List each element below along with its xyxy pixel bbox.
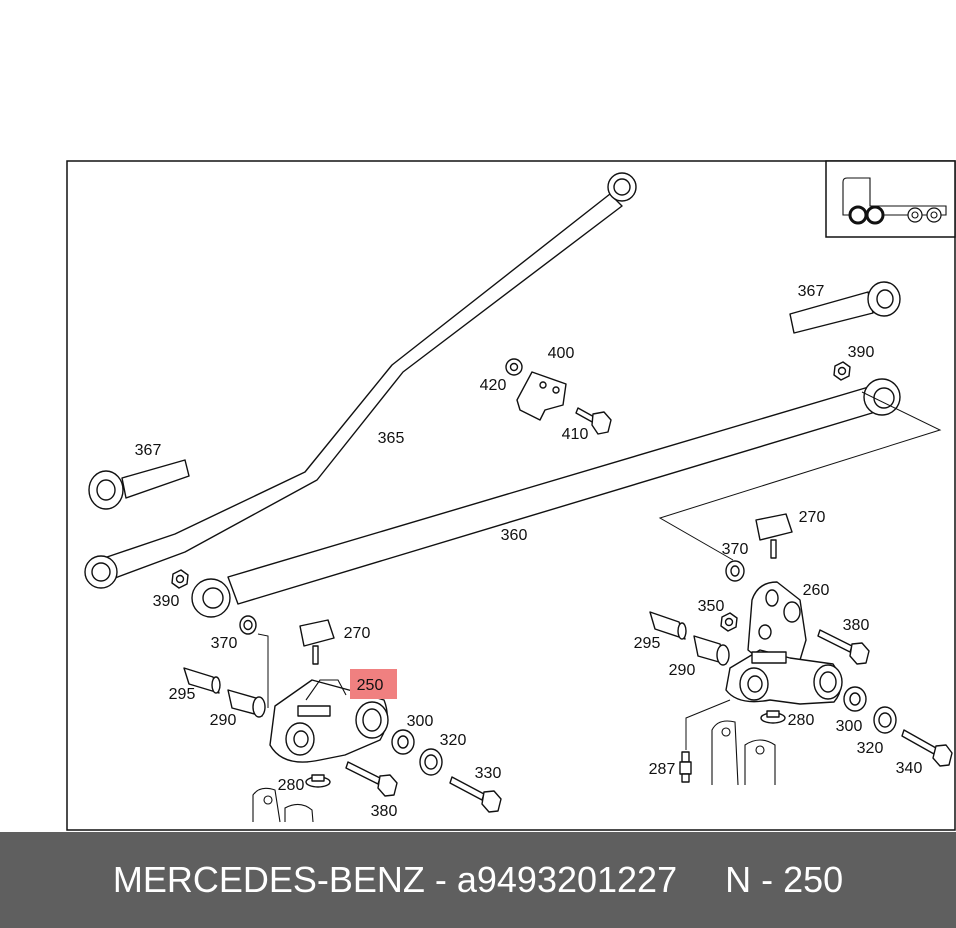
label-420[interactable]: 420 (480, 377, 507, 394)
bracket-400 (516, 371, 567, 421)
label-410[interactable]: 410 (562, 426, 589, 443)
label-295-left[interactable]: 295 (169, 686, 196, 703)
parts-diagram: 365 360 367 367 390 390 400 410 420 370 … (66, 160, 956, 831)
label-380-left[interactable]: 380 (371, 803, 398, 820)
label-250[interactable]: 250 (357, 677, 384, 694)
label-260[interactable]: 260 (803, 582, 830, 599)
label-290-right[interactable]: 290 (669, 662, 696, 679)
label-365[interactable]: 365 (378, 430, 405, 447)
label-400[interactable]: 400 (548, 345, 575, 362)
tie-rod-365 (84, 172, 637, 589)
label-300-left[interactable]: 300 (407, 713, 434, 730)
ball-joint-367-left (88, 459, 190, 510)
brand-name: MERCEDES-BENZ (112, 859, 425, 900)
bracket-260 (747, 581, 807, 669)
label-350[interactable]: 350 (698, 598, 725, 615)
part-number: a9493201227 (456, 859, 678, 900)
nut-280-left (305, 774, 331, 788)
bolt-410 (575, 407, 612, 435)
leader-tie-rod-end (658, 391, 942, 561)
bolt-330 (449, 776, 502, 813)
spring-hanger-right (711, 720, 776, 786)
nut-280-right (760, 710, 786, 724)
label-330[interactable]: 330 (475, 765, 502, 782)
label-270-left[interactable]: 270 (344, 625, 371, 642)
pin-295-right (649, 611, 687, 640)
highlight-250 (350, 669, 397, 699)
label-370-right[interactable]: 370 (722, 541, 749, 558)
lever-right (725, 649, 843, 705)
label-367-left[interactable]: 367 (135, 442, 162, 459)
label-390-left[interactable]: 390 (153, 593, 180, 610)
label-380-right[interactable]: 380 (843, 617, 870, 634)
part-info-footer: MERCEDES-BENZ - a9493201227 N - 250 (0, 832, 956, 928)
label-320-right[interactable]: 320 (857, 740, 884, 757)
grease-nipple-287 (679, 699, 731, 783)
label-300-right[interactable]: 300 (836, 718, 863, 735)
stop-270-left (299, 619, 335, 665)
label-360[interactable]: 360 (501, 527, 528, 544)
pin-295-left (183, 667, 221, 694)
bushing-370-left (239, 615, 269, 708)
bolt-340 (901, 729, 953, 767)
position-label: N - 250 (725, 859, 844, 900)
bolt-380-left (345, 761, 398, 797)
tie-rod-360 (191, 378, 901, 618)
washer-320-right (873, 706, 897, 734)
truck-axle-icon (825, 160, 956, 238)
washer-300-left (391, 729, 415, 755)
diagram-frame (66, 160, 956, 831)
label-340[interactable]: 340 (896, 760, 923, 777)
label-367-right[interactable]: 367 (798, 283, 825, 300)
washer-300-right (843, 686, 867, 712)
washer-320-left (419, 748, 443, 776)
label-287[interactable]: 287 (649, 761, 676, 778)
nut-350 (720, 612, 738, 632)
label-270-right[interactable]: 270 (799, 509, 826, 526)
spring-hanger-left (252, 787, 314, 823)
label-320-left[interactable]: 320 (440, 732, 467, 749)
label-280-left[interactable]: 280 (278, 777, 305, 794)
separator: - (424, 859, 457, 900)
bushing-290-right (693, 635, 730, 666)
label-280-right[interactable]: 280 (788, 712, 815, 729)
label-390-right[interactable]: 390 (848, 344, 875, 361)
nut-390-left (171, 569, 189, 589)
label-290-left[interactable]: 290 (210, 712, 237, 729)
lever-250 (269, 679, 389, 763)
label-295-right[interactable]: 295 (634, 635, 661, 652)
label-370-left[interactable]: 370 (211, 635, 238, 652)
bushing-370-right (725, 560, 745, 582)
ball-joint-367-right (789, 281, 901, 334)
bushing-290-left (227, 689, 266, 718)
bolt-380-right (817, 629, 870, 665)
stop-270-right (755, 513, 793, 559)
nut-390-right (833, 361, 851, 381)
nut-420 (505, 358, 523, 376)
